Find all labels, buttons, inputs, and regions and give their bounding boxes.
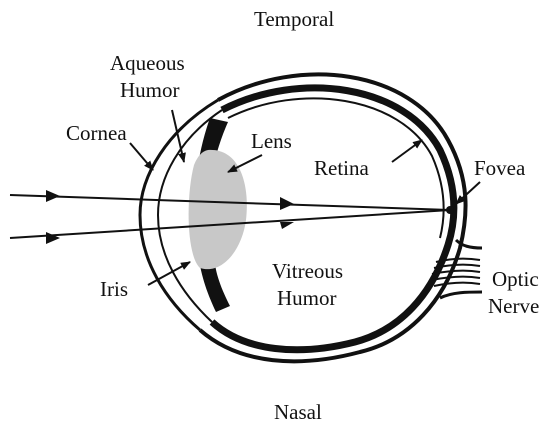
lens-label: Lens (251, 129, 292, 153)
fovea-pointer (456, 182, 480, 204)
optic-label-line1: Optic (492, 267, 539, 291)
optic-nerve-lower (440, 292, 482, 298)
ray-arrow-1 (46, 190, 60, 202)
iris-label: Iris (100, 277, 128, 301)
ray-arrow-2 (46, 232, 60, 244)
vitreous-label-line2: Humor (277, 286, 337, 310)
ray-arrow-4 (280, 222, 294, 229)
orientation-top-label: Temporal (254, 7, 334, 31)
optic-label-line2: Nerve (488, 294, 539, 318)
vitreous-label-line1: Vitreous (272, 259, 343, 283)
retina-layer (212, 88, 454, 350)
ray-arrow-3 (280, 197, 294, 210)
retina-pointer (392, 140, 422, 162)
retina-label: Retina (314, 156, 369, 180)
orientation-bottom-label: Nasal (274, 400, 322, 424)
aqueous-label-line1: Aqueous (110, 51, 185, 75)
cornea-label: Cornea (66, 121, 127, 145)
fovea-label: Fovea (474, 156, 526, 180)
cornea-pointer (130, 143, 153, 170)
aqueous-label-line2: Humor (120, 78, 180, 102)
